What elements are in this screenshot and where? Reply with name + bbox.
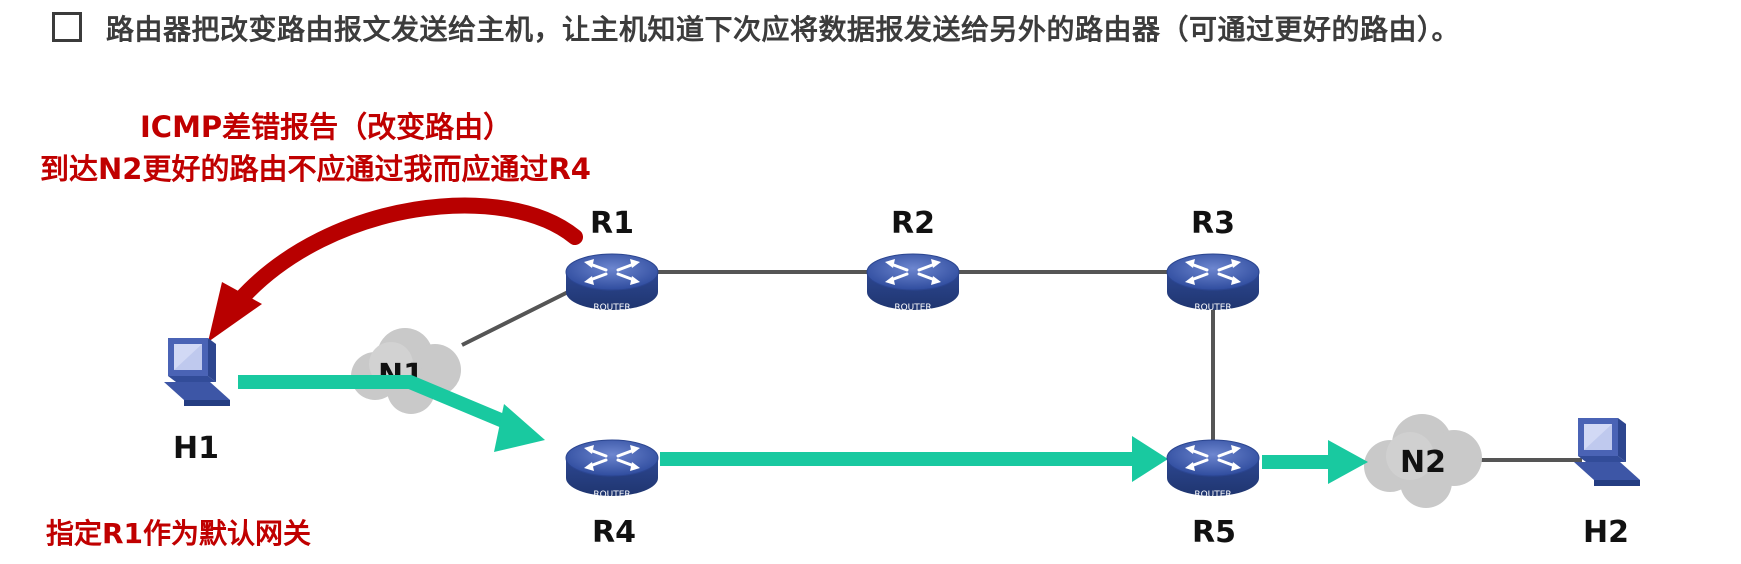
host-computer-icon (1574, 418, 1640, 486)
router-caption-r5: ROUTER (1194, 490, 1231, 500)
r1-label: R1 (590, 206, 634, 241)
path-h1-r4 (238, 375, 523, 435)
arrow-head-r5 (1132, 436, 1168, 482)
host-computer-icon (164, 338, 230, 406)
network-cloud-icon (1364, 414, 1482, 508)
icmp-note-detail: 到达N2更好的路由不应通过我而应通过R4 (40, 152, 591, 186)
router-icon (564, 438, 660, 498)
router-caption-r2: ROUTER (894, 303, 931, 313)
default-gateway-note: 指定R1作为默认网关 (46, 517, 312, 550)
r4-label: R4 (592, 515, 636, 550)
router-icon (1165, 252, 1261, 312)
h1-label: H1 (173, 431, 219, 466)
router-icon (564, 252, 660, 312)
forwarding-path (238, 375, 1368, 484)
router-caption-r4: ROUTER (593, 490, 630, 500)
r2-label: R2 (891, 206, 935, 241)
h2-label: H2 (1583, 515, 1629, 550)
router-icon (1165, 438, 1261, 498)
bullet-text: 路由器把改变路由报文发送给主机，让主机知道下次应将数据报发送给另外的路由器（可通… (106, 13, 1461, 46)
router-caption-r3: ROUTER (1194, 303, 1231, 313)
n2-label: N2 (1400, 445, 1446, 480)
arrow-head-r4 (494, 404, 545, 452)
checkbox-icon (52, 12, 82, 42)
arrow-head-n2 (1328, 440, 1368, 484)
link-n1-r1 (461, 288, 573, 347)
r5-label: R5 (1192, 515, 1236, 550)
icmp-note-title: ICMP差错报告（改变路由） (140, 110, 513, 144)
r3-label: R3 (1191, 206, 1235, 241)
router-icon (865, 252, 961, 312)
redirect-arrow-icon (208, 197, 583, 342)
router-caption-r1: ROUTER (593, 303, 630, 313)
